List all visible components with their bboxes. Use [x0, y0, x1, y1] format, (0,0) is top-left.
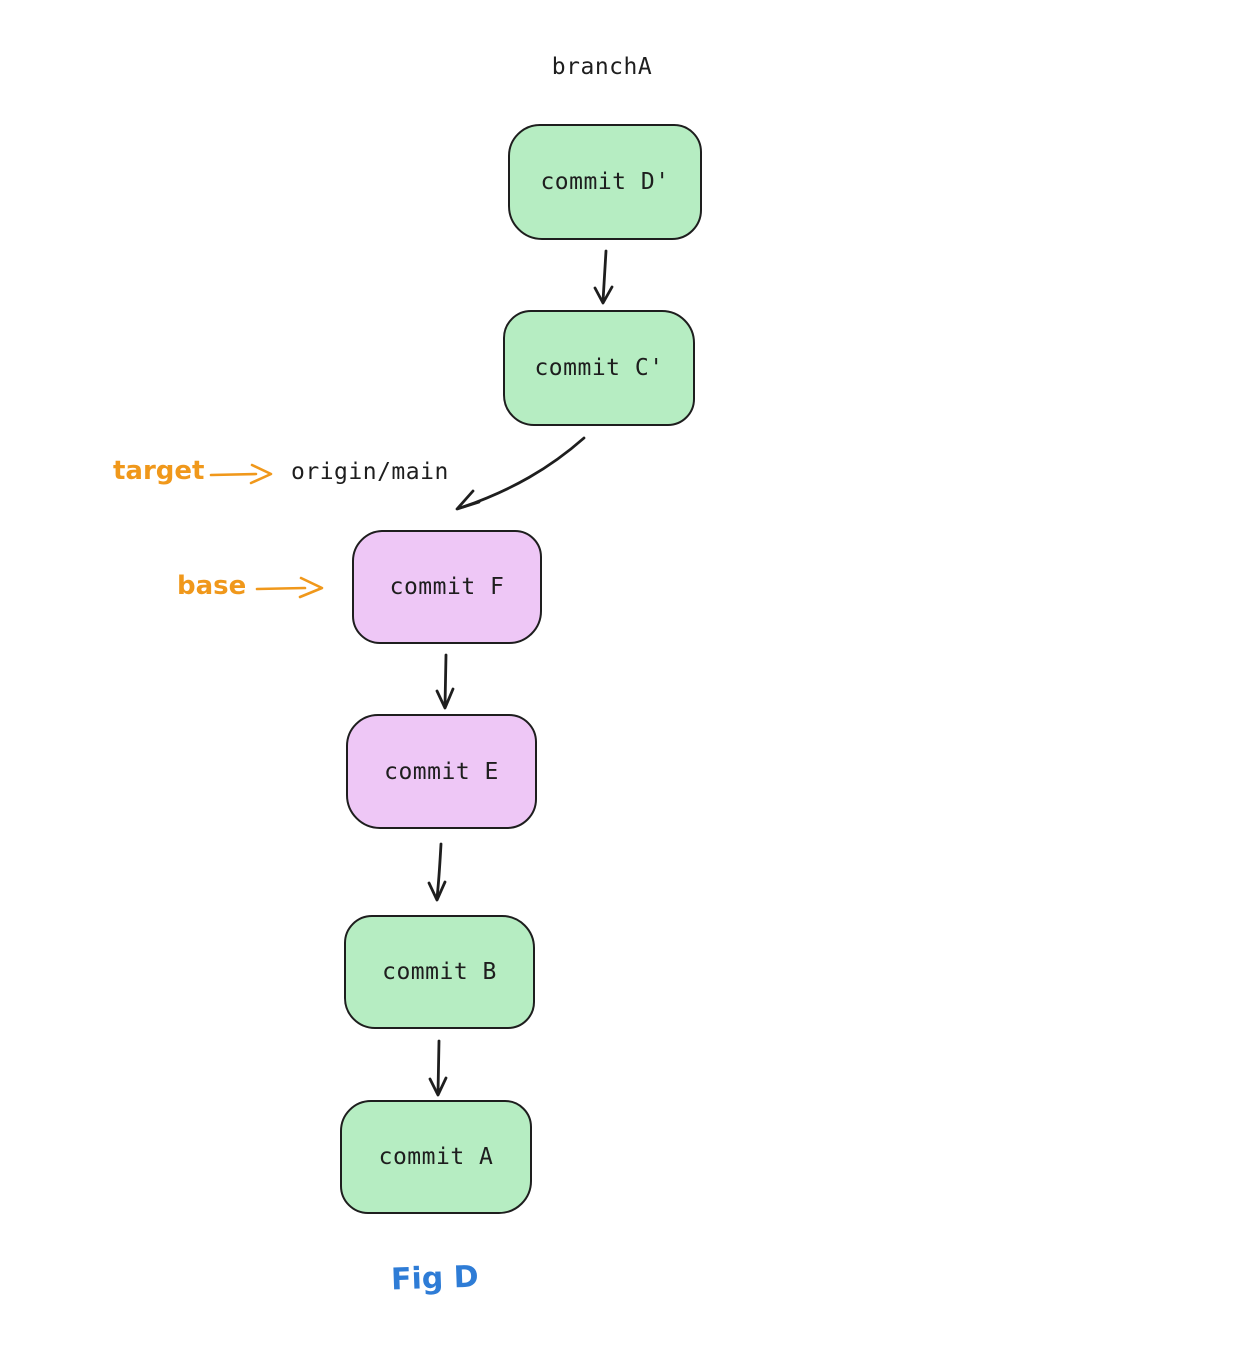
- node-label: commit D': [540, 169, 670, 195]
- target-annotation-arrow: [209, 472, 258, 477]
- edge-arrow-dprime-to-cprime: [601, 249, 608, 303]
- node-label: commit C': [534, 355, 664, 381]
- node-label: commit A: [378, 1144, 494, 1170]
- commit-node-d-prime: commit D': [508, 124, 702, 240]
- edge-arrow-cprime-to-f: [461, 436, 586, 509]
- node-label: commit B: [382, 959, 497, 985]
- target-annotation-arrowhead: [249, 463, 273, 485]
- target-annotation-label: target: [113, 456, 205, 486]
- edge-arrowhead-f-to-e: [435, 687, 455, 710]
- commit-node-e: commit E: [346, 714, 537, 829]
- ref-label-origin-main: origin/main: [291, 459, 449, 485]
- edge-arrow-b-to-a: [436, 1039, 441, 1095]
- edge-arrowhead-e-to-b: [427, 880, 447, 902]
- base-annotation-arrow: [255, 586, 307, 591]
- edge-arrowhead-cprime-to-f: [455, 489, 481, 511]
- base-annotation-label: base: [177, 571, 247, 601]
- node-label: commit F: [389, 574, 505, 600]
- edge-arrow-e-to-b: [435, 842, 443, 900]
- branch-label: branchA: [551, 54, 653, 80]
- base-annotation-arrowhead: [298, 576, 324, 599]
- figure-caption: Fig D: [390, 1259, 480, 1298]
- commit-node-f: commit F: [352, 530, 542, 644]
- commit-node-c-prime: commit C': [503, 310, 695, 426]
- commit-node-a: commit A: [340, 1100, 532, 1214]
- commit-node-b: commit B: [344, 915, 535, 1029]
- edge-arrow-f-to-e: [443, 653, 448, 708]
- edge-arrowhead-b-to-a: [428, 1076, 448, 1097]
- node-label: commit E: [384, 758, 499, 785]
- edge-arrowhead-dprime-to-cprime: [593, 285, 614, 305]
